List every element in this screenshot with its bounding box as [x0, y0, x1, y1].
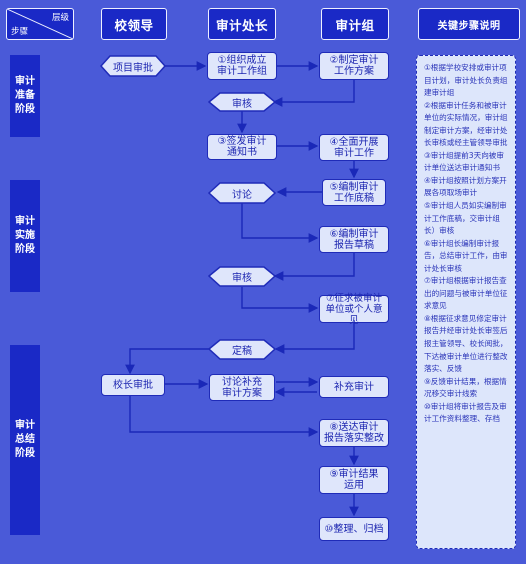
arrow-discuss-to-step6: [241, 203, 319, 243]
step4-node: ④全面开展 审计工作: [319, 134, 389, 161]
review2-node: 审核: [232, 273, 252, 284]
note-item: ⑨反馈审计结果，根据情况移交审计线索: [424, 376, 507, 399]
discuss-node: 讨论: [232, 189, 252, 201]
step3-node: ③签发审计 通知书: [207, 134, 277, 160]
header-team: 审计组: [321, 8, 389, 40]
stage-preparation-label: 审计准备阶段: [15, 76, 35, 115]
note-item: ①根据学校安排或审计项目计划，审计处长负责组建审计组: [424, 63, 508, 98]
note-item: ⑩审计组将审计报告及审计工作资料整理、存档: [424, 401, 507, 424]
arrow-president-to-step8: [129, 396, 319, 437]
arrow-step7-to-finalize: [274, 323, 355, 354]
finalize-shape: [208, 339, 276, 360]
step8-node: ⑧送达审计 报告落实整改: [319, 419, 389, 447]
review1-node: 审核: [232, 98, 252, 110]
corner-level-label: 层级: [51, 13, 69, 23]
stage-preparation: 审计准备阶段: [10, 55, 40, 137]
note-item: ⑤审计组人员如实编制审计工作底稿，交审计组长）审核: [424, 201, 507, 236]
review2-shape: [208, 266, 276, 287]
corner-diagonal-line: [7, 9, 73, 39]
project-approval-shape: [100, 55, 166, 77]
step2-node: ②制定审计 工作方案: [319, 52, 389, 80]
project-approval-node: 项目审批: [113, 62, 153, 74]
step9-node: ⑨审计结果 运用: [319, 466, 389, 494]
supplement-audit-node: 补充审计: [319, 376, 389, 398]
discuss-plan-node: 讨论补充 审计方案: [209, 374, 275, 401]
note-item: ④审计组按照计划方案开展各项取场审计: [424, 175, 507, 198]
header-corner-cell: 层级 步骤: [6, 8, 74, 40]
president-approval-node: 校长审批: [101, 374, 165, 396]
step6-node: ⑥编制审计 报告草稿: [319, 226, 389, 253]
finalize-node: 定稿: [232, 346, 252, 357]
corner-step-label: 步骤: [11, 27, 29, 37]
stage-summary-label: 审计总结阶段: [15, 420, 35, 459]
stage-summary: 审计总结阶段: [10, 345, 40, 535]
header-leader: 校领导: [101, 8, 167, 40]
step7-node: ⑦征求被审计 单位或个人意见: [319, 293, 389, 326]
review1-shape: [208, 92, 276, 112]
key-steps-notes: ①根据学校安排或审计项目计划，审计处长负责组建审计组 ②根据审计任务和被审计单位…: [416, 55, 516, 549]
note-item: ②根据审计任务和被审计单位的实际情况，审计组制定审计方案，经审计处长审核或经主管…: [424, 100, 508, 148]
discuss-shape: [208, 182, 276, 204]
step10-node: ⑩整理、归档: [319, 517, 389, 541]
step5-node: ⑤编制审计 工作底稿: [322, 179, 386, 206]
arrow-step2-to-review1: [272, 80, 355, 107]
note-item: ⑧根据征求意见修定审计报告并经审计处长审签后报主管领导、校长阅批，下达被审计单位…: [424, 313, 508, 374]
stage-implementation: 审计实施阶段: [10, 180, 40, 292]
stage-implementation-label: 审计实施阶段: [15, 216, 35, 255]
note-item: ⑥审计组长编制审计报告，总结审计工作，由审计处长审核: [424, 238, 508, 273]
header-notes: 关键步骤说明: [418, 8, 520, 40]
arrow-step6-to-review2: [273, 253, 355, 281]
note-item: ③审计组提前3天向被审计单位送达审计通知书: [424, 150, 504, 173]
step1-node: ①组织成立 审计工作组: [207, 52, 277, 80]
note-item: ⑦审计组根据审计报告查出的问题与被审计单位征求意见: [424, 276, 508, 311]
arrow-review2-to-step7: [241, 287, 319, 313]
header-director: 审计处长: [208, 8, 276, 40]
arrow-finalize-to-president: [125, 348, 210, 375]
